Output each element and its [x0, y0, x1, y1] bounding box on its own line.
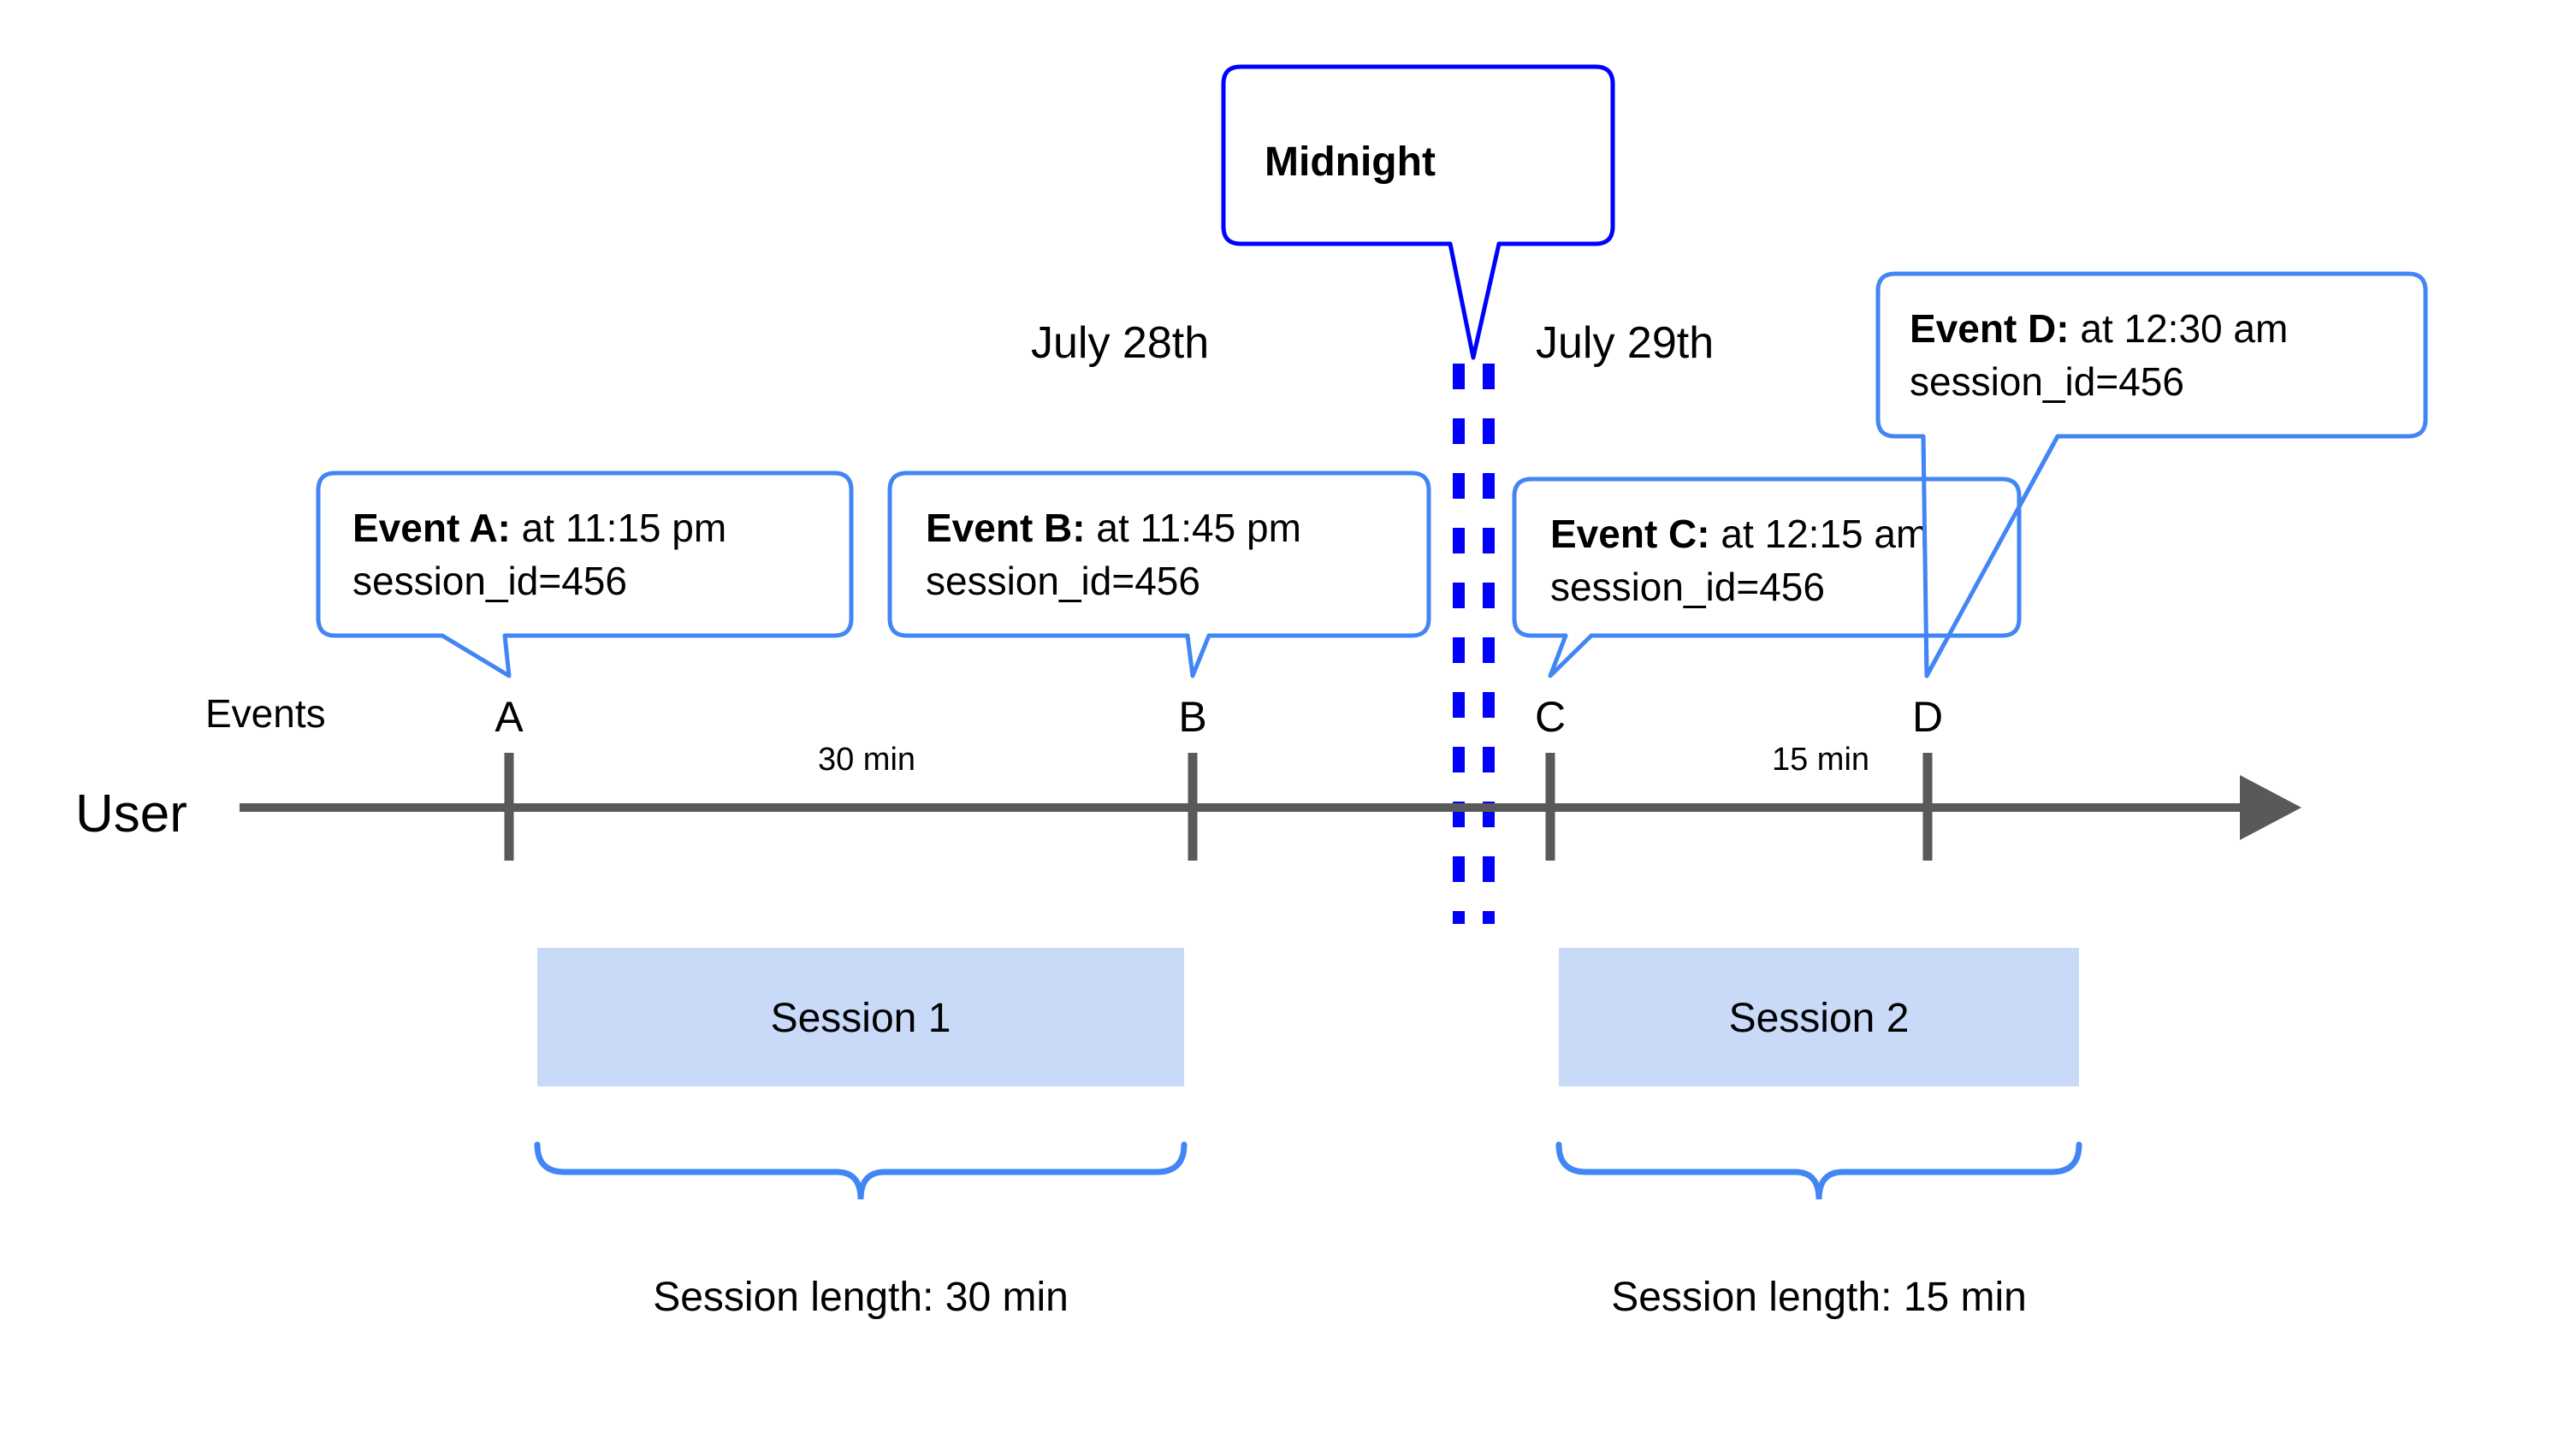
event-callout-a-bubble [316, 471, 854, 678]
event-callout-b-session: session_id=456 [926, 559, 1200, 603]
events-row-label: Events [205, 691, 326, 736]
event-marker-label-a: A [495, 693, 524, 741]
session-1-brace [534, 1141, 1188, 1200]
event-callout-a-title: Event A: [352, 506, 511, 550]
event-callout-d[interactable]: Event D: at 12:30 am session_id=456 [1875, 271, 2428, 678]
session-1-length-label: Session length: 30 min [653, 1275, 1069, 1320]
event-callout-b-bubble [887, 471, 1431, 678]
duration-label-15min: 15 min [1772, 742, 1869, 778]
event-callout-c-title: Event C: [1550, 512, 1710, 556]
event-callout-a-time: at 11:15 pm [511, 506, 726, 550]
session-bar-1[interactable]: Session 1 [537, 948, 1184, 1086]
event-callout-a[interactable]: Event A: at 11:15 pm session_id=456 [316, 471, 854, 678]
user-row-label: User [75, 784, 187, 843]
event-callout-c[interactable]: Event C: at 12:15 am session_id=456 [1512, 476, 2022, 678]
event-marker-label-b: B [1178, 693, 1206, 741]
event-callout-b[interactable]: Event B: at 11:45 pm session_id=456 [887, 471, 1431, 678]
timeline-axis-arrowhead [2240, 775, 2301, 840]
duration-label-30min: 30 min [818, 742, 915, 778]
session-bar-1-rect [537, 948, 1184, 1086]
event-callout-d-line1: Event D: at 12:30 am [1910, 306, 2288, 351]
timeline-axis [240, 775, 2301, 840]
session-bar-1-label: Session 1 [771, 996, 951, 1041]
session-bar-2-label: Session 2 [1729, 996, 1910, 1041]
session-2-length-label: Session length: 15 min [1611, 1275, 2027, 1320]
date-label-july-29: July 29th [1536, 318, 1714, 368]
session-bar-2[interactable]: Session 2 [1559, 948, 2079, 1086]
event-callout-d-session: session_id=456 [1910, 359, 2184, 404]
session-bar-2-rect [1559, 948, 2079, 1086]
session-2-brace [1555, 1141, 2082, 1200]
midnight-callout-bubble [1221, 64, 1615, 360]
event-callout-c-line1: Event C: at 12:15 am [1550, 512, 1928, 556]
event-callout-d-title: Event D: [1910, 306, 2070, 351]
event-callout-a-session: session_id=456 [352, 559, 627, 603]
event-callout-b-line1: Event B: at 11:45 pm [926, 506, 1301, 550]
event-callout-b-time: at 11:45 pm [1086, 506, 1301, 550]
event-callout-d-leader [1921, 435, 2060, 678]
event-callout-a-line1: Event A: at 11:15 pm [352, 506, 726, 550]
event-callout-b-title: Event B: [926, 506, 1086, 550]
event-callout-d-time: at 12:30 am [2070, 306, 2289, 351]
event-marker-label-d: D [1912, 693, 1943, 741]
midnight-label: Midnight [1265, 139, 1436, 185]
midnight-callout[interactable]: Midnight [1221, 64, 1615, 360]
event-callout-c-bubble [1512, 476, 2022, 678]
event-callout-c-time: at 12:15 am [1710, 512, 1929, 556]
midnight-boundary-lines [1453, 364, 1495, 924]
date-label-july-28: July 28th [1031, 318, 1209, 368]
event-callout-c-session: session_id=456 [1550, 565, 1825, 609]
event-marker-label-c: C [1535, 693, 1566, 741]
